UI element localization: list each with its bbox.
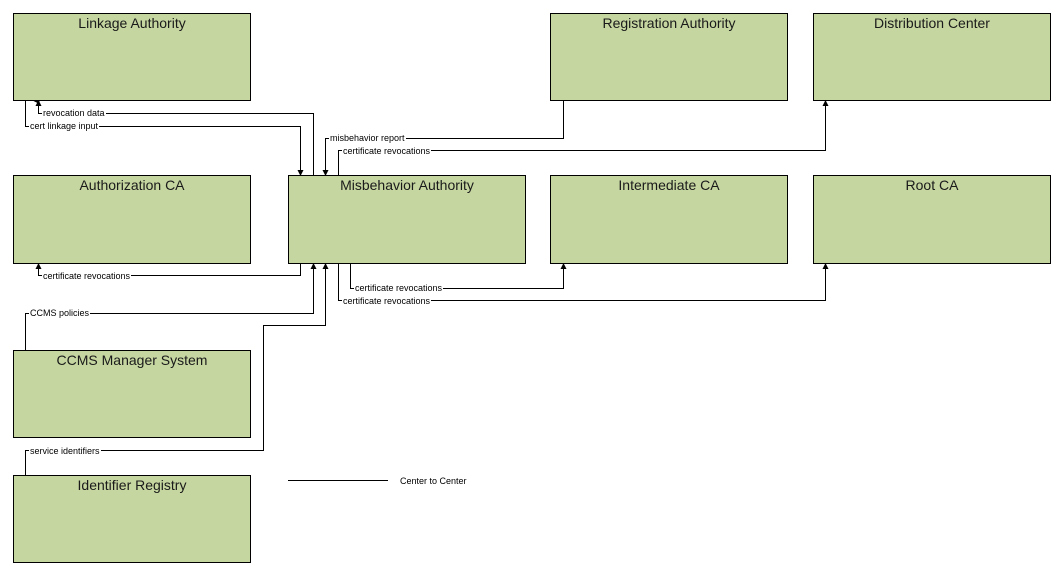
- node-title: Distribution Center: [874, 15, 990, 31]
- flow-line-cert-revocations-dc: [338, 106, 826, 175]
- arrow-head-cert-linkage-input: [297, 170, 304, 176]
- arrow-head-service-identifiers: [322, 263, 329, 269]
- node-ccms-manager-system[interactable]: CCMS Manager System: [13, 350, 251, 438]
- node-identifier-registry[interactable]: Identifier Registry: [13, 475, 251, 563]
- arrow-head-revocation-data: [35, 100, 42, 106]
- node-authorization-ca[interactable]: Authorization CA: [13, 175, 251, 264]
- arrow-head-cert-revocations-root: [822, 263, 829, 269]
- node-title: Misbehavior Authority: [340, 177, 474, 193]
- legend-label-center-to-center: Center to Center: [400, 476, 467, 486]
- flow-line-cert-revocations-int: [350, 263, 564, 289]
- node-title: Identifier Registry: [77, 477, 187, 493]
- flow-label-cert-revocations-root: certificate revocations: [342, 296, 432, 306]
- node-linkage-authority[interactable]: Linkage Authority: [13, 13, 251, 101]
- flow-line-ccms-policies: [25, 269, 314, 350]
- flow-line-misbehavior-report: [325, 100, 564, 170]
- flow-label-cert-revocations-int: certificate revocations: [354, 283, 444, 293]
- node-title: CCMS Manager System: [56, 352, 208, 368]
- flow-label-service-identifiers: service identifiers: [29, 446, 101, 456]
- node-root-ca[interactable]: Root CA: [813, 175, 1051, 264]
- flow-label-ccms-policies: CCMS policies: [29, 308, 91, 318]
- flow-line-service-identifiers: [25, 269, 326, 475]
- flow-line-cert-revocations-auth: [38, 263, 301, 276]
- node-intermediate-ca[interactable]: Intermediate CA: [550, 175, 788, 264]
- arrow-head-misbehavior-report: [322, 170, 329, 176]
- arrow-head-ccms-policies: [310, 263, 317, 269]
- flow-line-cert-revocations-root: [338, 263, 826, 301]
- node-title: Authorization CA: [79, 177, 185, 193]
- node-title: Linkage Authority: [78, 15, 186, 31]
- node-title: Registration Authority: [602, 15, 736, 31]
- node-title: Intermediate CA: [618, 177, 720, 193]
- flow-line-cert-linkage-input: [25, 100, 301, 175]
- arrow-head-cert-revocations-dc: [822, 100, 829, 106]
- node-title: Root CA: [905, 177, 959, 193]
- flow-label-cert-revocations-auth: certificate revocations: [42, 271, 132, 281]
- flow-label-cert-linkage-input: cert linkage input: [29, 121, 100, 131]
- flow-line-revocation-data: [33, 98, 314, 175]
- node-registration-authority[interactable]: Registration Authority: [550, 13, 788, 101]
- arrow-head-cert-revocations-int: [560, 263, 567, 269]
- node-distribution-center[interactable]: Distribution Center: [813, 13, 1051, 101]
- arrow-head-cert-revocations-auth: [35, 263, 42, 269]
- flow-label-cert-revocations-dc: certificate revocations: [342, 146, 432, 156]
- flow-label-misbehavior-report: misbehavior report: [329, 133, 406, 143]
- node-misbehavior-authority[interactable]: Misbehavior Authority: [288, 175, 526, 264]
- flow-label-revocation-data: revocation data: [42, 108, 106, 118]
